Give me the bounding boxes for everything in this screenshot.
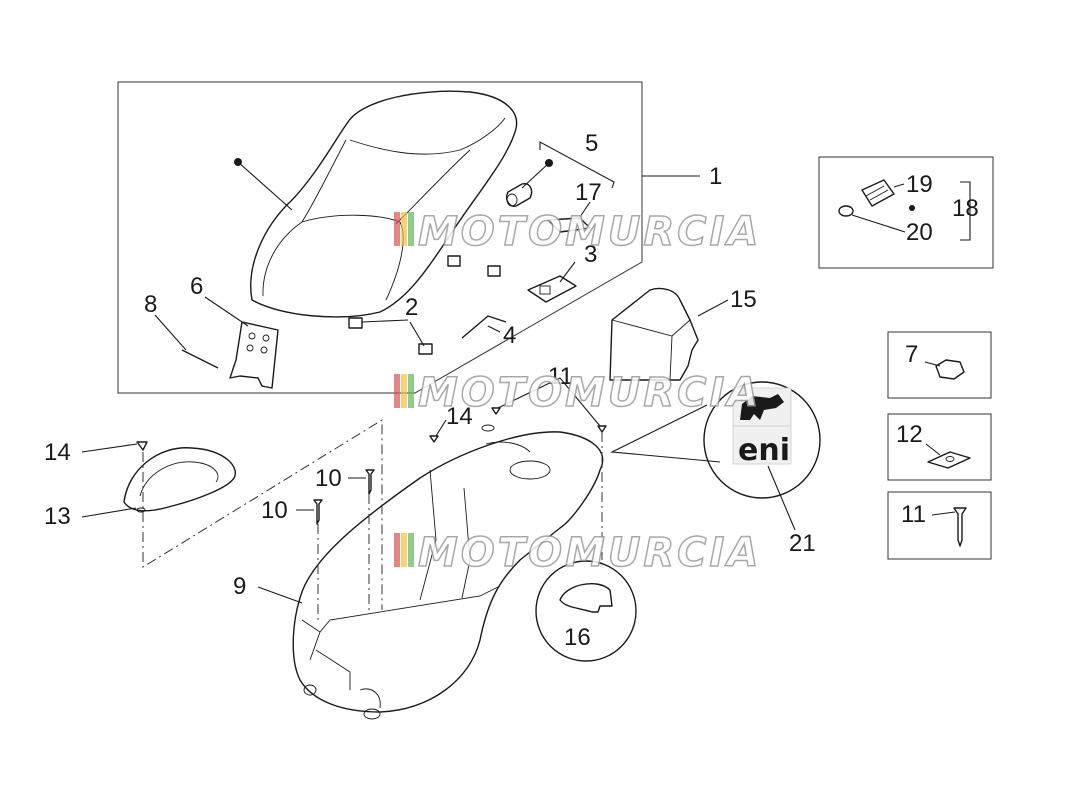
callout-14-right: 14: [446, 403, 473, 430]
callout-16: 16: [564, 624, 591, 651]
callout-7: 7: [905, 341, 918, 368]
eni-brand-text: eni: [738, 433, 790, 468]
lock-bracket-part: [547, 217, 591, 233]
callout-18: 18: [952, 195, 979, 222]
callout-11-box: 11: [901, 501, 926, 528]
callout-4: 4: [503, 322, 516, 349]
svg-text:MOTOMURCIA: MOTOMURCIA: [418, 530, 761, 576]
hex-key-part: [461, 315, 507, 339]
callout-5-bracket: [539, 141, 615, 189]
callout-18-bracket: [960, 181, 971, 241]
callout-2: 2: [405, 294, 418, 321]
badge-pointer-lines: [610, 404, 721, 463]
callout-20: 20: [906, 219, 933, 246]
callout-10-upper: 10: [315, 465, 342, 492]
nut-part: [935, 359, 965, 380]
screw-10-upper-part: [365, 469, 375, 495]
callout-9: 9: [233, 573, 246, 600]
callout-10-lower: 10: [261, 497, 288, 524]
svg-text:MOTOMURCIA: MOTOMURCIA: [418, 370, 761, 416]
callout-1: 1: [709, 163, 722, 190]
callout-21: 21: [789, 530, 816, 557]
seat-hinge-plate-part: [527, 275, 577, 303]
box-18-marker-dot: [909, 205, 915, 211]
box-11-frame: [887, 491, 992, 560]
svg-text:MOTOMURCIA: MOTOMURCIA: [418, 209, 761, 255]
callout-13: 13: [44, 503, 71, 530]
screw-14-left-part: [136, 441, 148, 451]
callout-12: 12: [896, 421, 923, 448]
callout-17: 17: [575, 179, 602, 206]
watermark-middle: MOTOMURCIA: [394, 369, 761, 417]
hinge-pin-part: [181, 349, 219, 369]
box-12-frame: [887, 413, 992, 481]
callout-6: 6: [190, 273, 203, 300]
seat-part: [250, 90, 518, 318]
callout-19: 19: [906, 171, 933, 198]
watermark-top: MOTOMURCIA: [394, 208, 761, 256]
screw-10-lower-part: [313, 499, 323, 525]
callout-3: 3: [584, 241, 597, 268]
alignment-line-cover: [142, 419, 383, 610]
screw-11-right-part: [597, 425, 607, 433]
screw-14-right-part: [429, 435, 439, 443]
callout-11-compartment: 11: [548, 363, 573, 390]
cap-part: [559, 583, 613, 613]
callout-15: 15: [730, 286, 757, 313]
dog-logo-icon: [740, 394, 784, 420]
callout-11-lines: [497, 377, 601, 427]
callout-8: 8: [144, 291, 157, 318]
callout-14-left: 14: [44, 439, 71, 466]
clip-nut-part: [927, 451, 971, 469]
helmet-compartment-part: [292, 424, 604, 720]
screw-11-left-part: [491, 407, 501, 415]
screw-part: [953, 507, 967, 547]
spring-screw-part: [838, 179, 895, 217]
cover-part: [123, 447, 236, 512]
rubber-buffer-parts: [348, 255, 501, 355]
watermark-bottom: MOTOMURCIA: [394, 529, 761, 577]
container-part: [609, 287, 699, 381]
callout-5: 5: [585, 130, 598, 157]
seat-hinge-part: [229, 321, 279, 389]
